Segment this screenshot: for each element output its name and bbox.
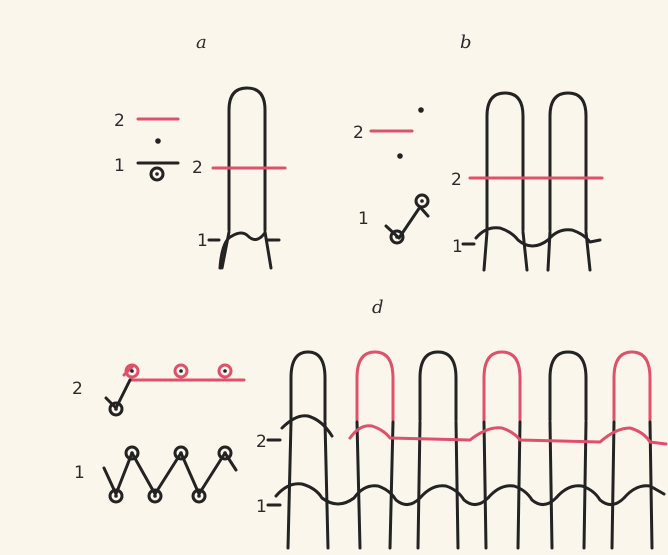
panel-a-needle-center bbox=[155, 172, 159, 176]
panel-d-loop-2 bbox=[355, 350, 395, 422]
panel-b-dot-upper bbox=[418, 107, 424, 113]
panel-a-loop bbox=[227, 86, 267, 232]
ring-center bbox=[114, 494, 118, 498]
panel-d: d 2 1 bbox=[72, 297, 668, 550]
panel-d-row-2-ring-1-icon bbox=[108, 401, 124, 417]
panel-a-loop-row-1-label: 1 bbox=[197, 231, 208, 251]
panel-d-row-2-ring-3-icon bbox=[173, 363, 189, 379]
panel-d-row-2-black-sinker-left bbox=[280, 414, 334, 438]
panel-d-symbol-row-1-label: 1 bbox=[74, 463, 85, 483]
panel-a-label: a bbox=[196, 32, 207, 53]
panel-d-loop-1 bbox=[289, 350, 327, 422]
ring-center bbox=[130, 451, 134, 455]
panel-a-symbol-row-1-label: 1 bbox=[114, 156, 125, 176]
panel-b-symbol-row-2-label: 2 bbox=[353, 123, 364, 143]
panel-d-loop-6 bbox=[612, 350, 652, 422]
panel-d-row-2-ring-4-icon bbox=[217, 363, 233, 379]
panel-d-row-1-ring-top-3-icon bbox=[217, 445, 233, 461]
panel-d-row-1-rings bbox=[108, 445, 233, 504]
panel-d-label: d bbox=[372, 297, 384, 318]
panel-b-loop-right bbox=[548, 91, 588, 232]
panel-b-loop-left bbox=[485, 91, 525, 232]
panel-d-row-2-ring-1-center bbox=[114, 407, 118, 411]
panel-d-row-1-ring-bottom-3-icon bbox=[191, 488, 207, 504]
panel-b-symbol-row-1-label: 1 bbox=[358, 209, 369, 229]
panel-b-needle-center-upper bbox=[420, 199, 424, 203]
panel-b-dot-lower bbox=[397, 153, 403, 159]
ring-center bbox=[197, 494, 201, 498]
panel-d-row-2-ring-2-center bbox=[130, 369, 134, 373]
panel-d-row-2-ring-4-center bbox=[223, 369, 227, 373]
panel-a-loop-row-2-label: 2 bbox=[192, 158, 203, 178]
ring-center bbox=[153, 494, 157, 498]
panel-b-loop-row-1-label: 1 bbox=[452, 237, 463, 257]
ring-center bbox=[223, 451, 227, 455]
panel-a-leg-right bbox=[263, 230, 273, 270]
panel-a-needle-dot bbox=[155, 138, 161, 144]
panel-a-symbol-row-2-label: 2 bbox=[114, 111, 125, 131]
panel-d-row-1-ring-bottom-2-icon bbox=[147, 488, 163, 504]
panel-d-row-1-ring-top-2-icon bbox=[173, 445, 189, 461]
panel-d-loop-3 bbox=[418, 350, 458, 422]
panel-b-sinker-line bbox=[474, 226, 602, 248]
panel-d-loop-4 bbox=[482, 350, 522, 422]
panel-a: a 2 1 2 1 bbox=[114, 32, 287, 270]
panel-d-loop-row-1-label: 1 bbox=[256, 497, 267, 517]
panel-d-loop-row-2-label: 2 bbox=[256, 432, 267, 452]
panel-a-sinker bbox=[218, 231, 266, 270]
panel-b-needle-ring-lower-icon bbox=[389, 229, 405, 245]
panel-d-symbol-row-2-label: 2 bbox=[72, 379, 83, 399]
panel-b-loop-row-2-label: 2 bbox=[451, 170, 462, 190]
panel-b: b 2 1 2 1 bbox=[353, 32, 604, 272]
panel-d-loop-5 bbox=[548, 350, 588, 422]
panel-d-row-1-line bbox=[274, 482, 666, 506]
panel-a-leg-left bbox=[220, 230, 231, 270]
panel-d-row-2-ring-2-icon bbox=[124, 363, 140, 379]
panel-b-legs bbox=[482, 230, 592, 272]
panel-a-needle-ring-icon bbox=[149, 166, 165, 182]
panel-d-row-2-ring-3-center bbox=[179, 369, 183, 373]
panel-d-row-1-ring-bottom-1-icon bbox=[108, 488, 124, 504]
panel-b-symbol-stroke bbox=[384, 205, 430, 240]
panel-d-row-1-ring-top-1-icon bbox=[124, 445, 140, 461]
panel-d-row-2-line bbox=[348, 424, 668, 446]
ring-center bbox=[179, 451, 183, 455]
panel-b-label: b bbox=[460, 32, 472, 53]
panel-d-zigzag bbox=[102, 451, 238, 496]
